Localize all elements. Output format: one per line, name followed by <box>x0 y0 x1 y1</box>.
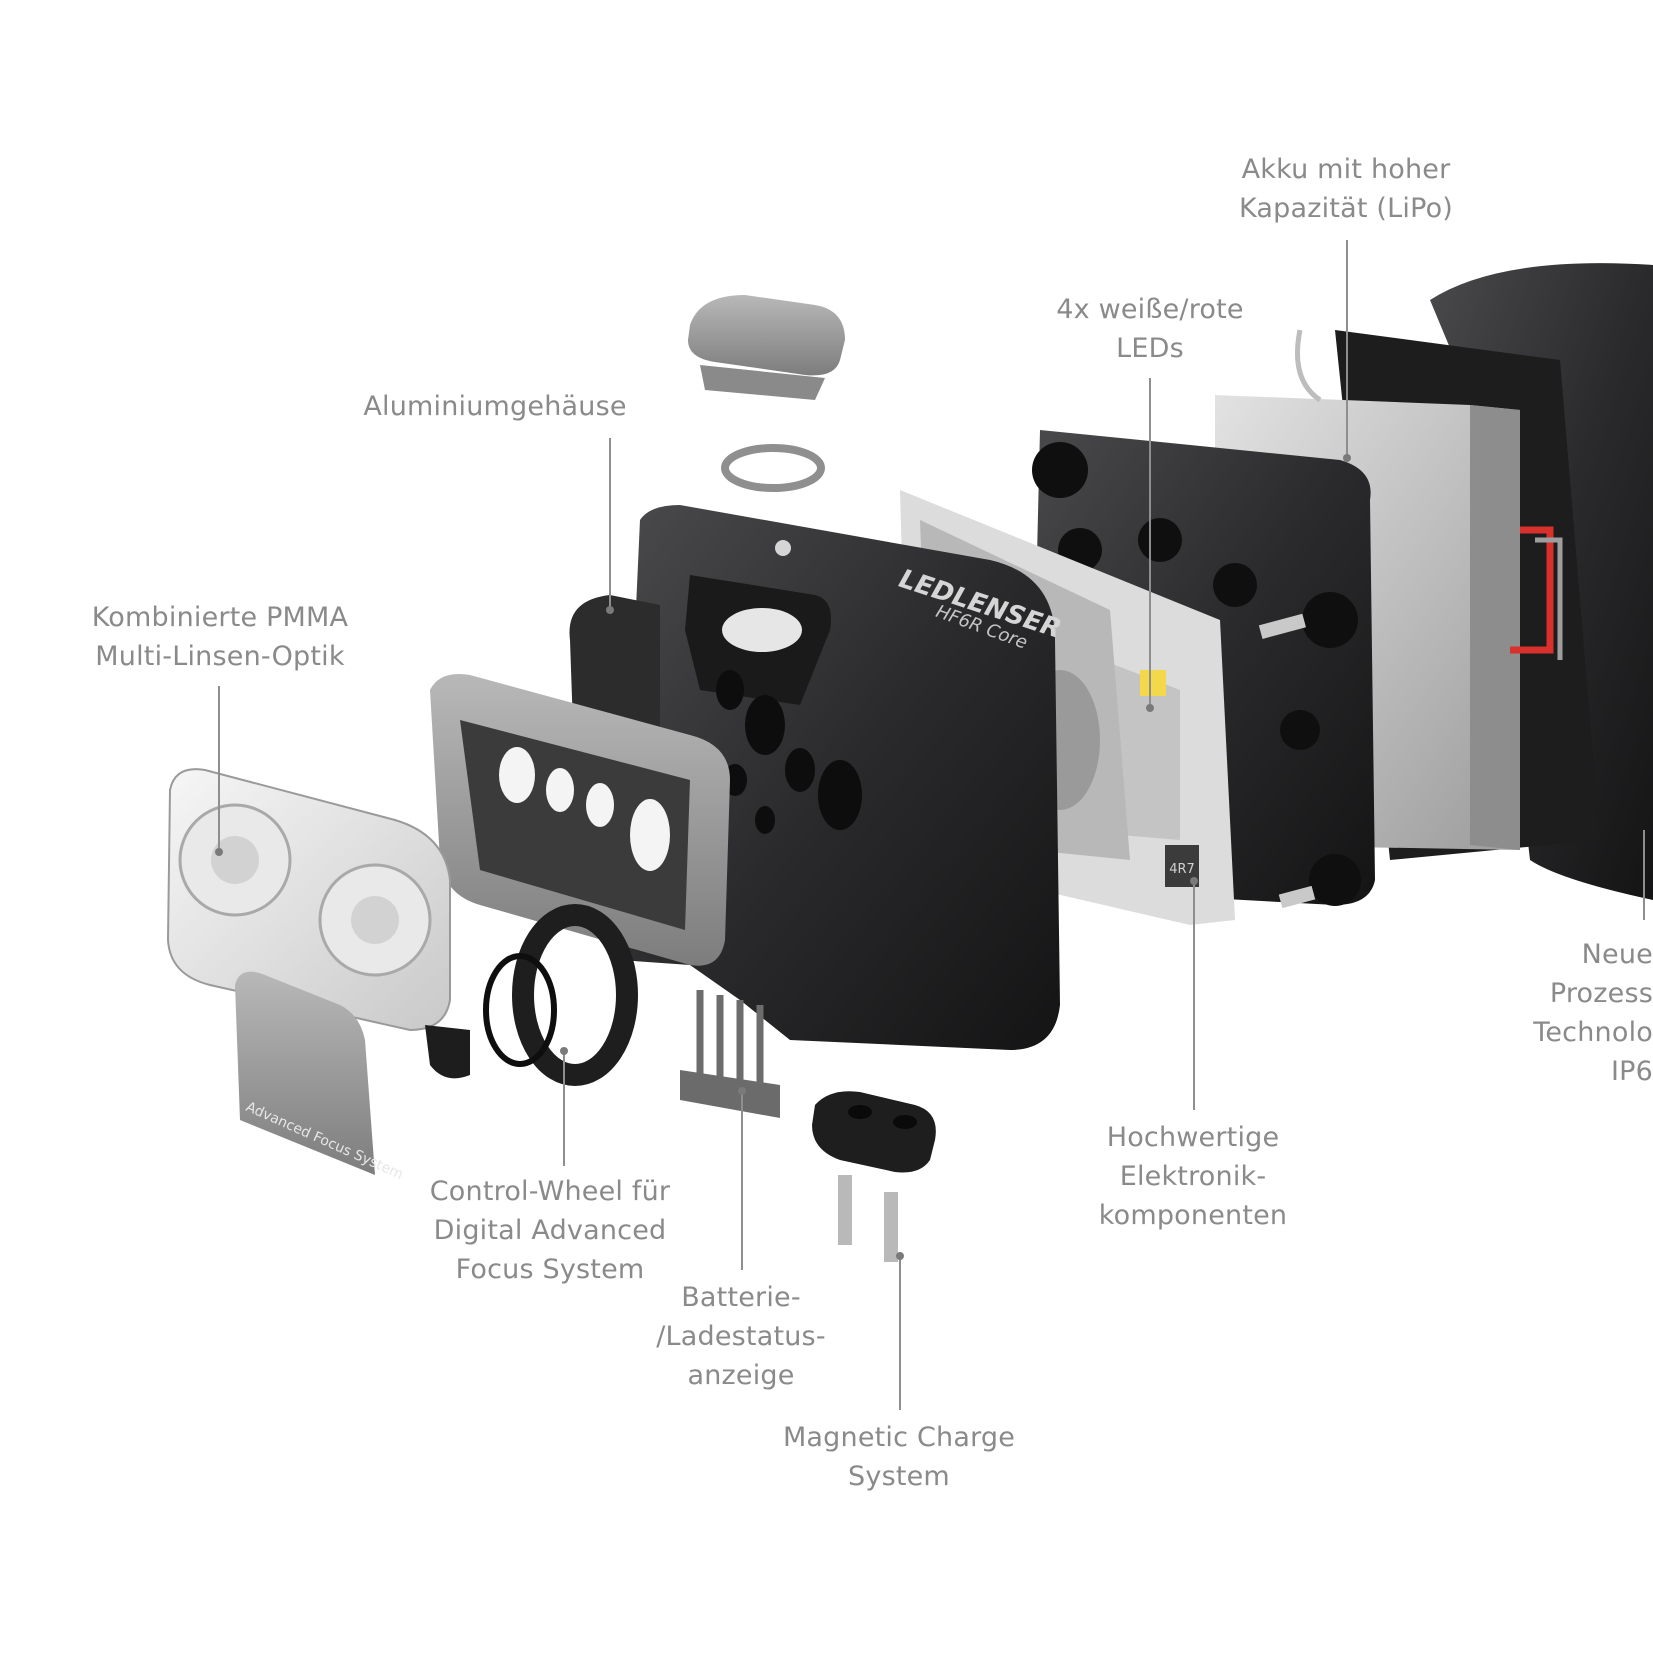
leader-leds-end <box>1146 704 1154 712</box>
leader-optics-end <box>215 848 223 856</box>
leader-battery-end <box>1343 454 1351 462</box>
callout-electronics: Hochwertige Elektronik- komponenten <box>1098 1122 1288 1231</box>
leader-housing <box>609 438 611 610</box>
leader-charge <box>899 1255 901 1410</box>
gasket <box>430 674 730 966</box>
leader-status-end <box>738 1087 746 1095</box>
callout-wheel: Control-Wheel für Digital Advanced Focus… <box>429 1176 671 1285</box>
leader-battery <box>1346 240 1348 458</box>
leader-housing-end <box>606 606 614 614</box>
leader-electronics <box>1193 880 1195 1110</box>
callout-battery: Akku mit hoher Kapazität (LiPo) <box>1238 154 1454 224</box>
callout-process: Neue Prozess Technolo IP6 <box>1533 939 1653 1087</box>
callout-housing: Aluminiumgehäuse <box>363 391 627 422</box>
chip-text: 4R7 <box>1169 862 1195 877</box>
magnetic-charge-parts <box>812 1091 936 1262</box>
leader-wheel-end <box>560 1047 568 1055</box>
callout-status: Batterie- /Ladestatus- anzeige <box>656 1282 826 1391</box>
leader-optics <box>218 686 220 852</box>
leader-electronics-end <box>1190 877 1198 885</box>
leader-leds <box>1149 378 1151 708</box>
leader-wheel <box>563 1050 565 1166</box>
pmma-optic <box>166 768 451 1032</box>
top-button <box>688 295 845 492</box>
callout-optics: Kombinierte PMMA Multi-Linsen-Optik <box>91 602 349 672</box>
status-indicator-base <box>680 1070 780 1118</box>
control-wheel <box>425 904 638 1086</box>
leader-process <box>1643 830 1645 920</box>
callout-charge: Magnetic Charge System <box>782 1422 1016 1492</box>
callout-leds: 4x weiße/rote LEDs <box>1056 294 1244 364</box>
leader-status <box>741 1090 743 1270</box>
leader-charge-end <box>896 1252 904 1260</box>
